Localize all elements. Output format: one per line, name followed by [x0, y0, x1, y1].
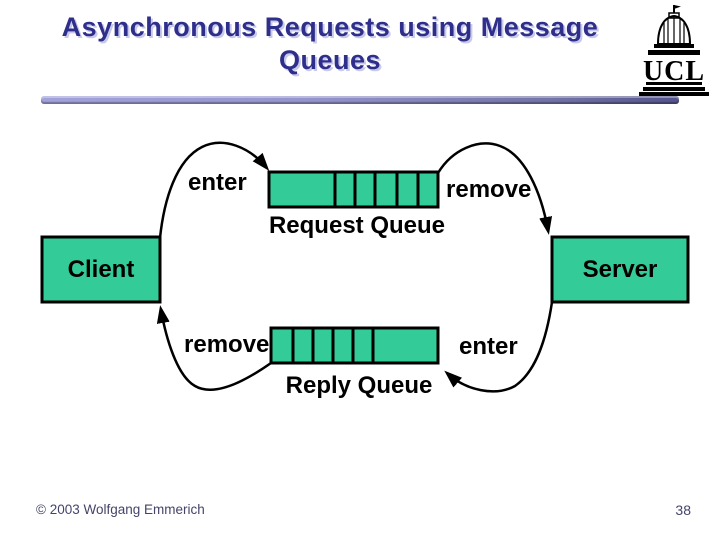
request-queue-cell-dividers: [333, 172, 420, 207]
logo-flag: [674, 5, 681, 9]
server-box: [550, 235, 690, 304]
reply-queue-cell-dividers: [291, 328, 375, 363]
page-title: Asynchronous Requests using Message Queu…: [40, 11, 620, 77]
logo-dome-ribs: [663, 17, 685, 44]
server-enter-reply-arrow: [444, 300, 554, 393]
ucl-logo-text: UCL: [643, 56, 705, 87]
server-label: Server: [582, 255, 658, 283]
logo-base-lower: [639, 92, 709, 96]
request-enter-label: enter: [188, 169, 247, 196]
request-queue-box: [267, 170, 440, 209]
page-title-line2: Queues: [278, 45, 382, 75]
copyright-text: © 2003 Wolfgang Emmerich: [36, 502, 205, 517]
ucl-logo-icon: UCL: [639, 5, 709, 96]
request-remove-label: remove: [446, 176, 532, 203]
logo-underline: [646, 82, 702, 85]
reply-remove-label: remove: [184, 331, 270, 358]
message-queue-diagram: [40, 141, 690, 393]
logo-cornice: [654, 44, 694, 48]
slide-page-number: 38: [675, 502, 691, 518]
client-enter-request-arrow: [158, 141, 270, 240]
request-queue-label: Request Queue: [268, 212, 446, 239]
client-label: Client: [67, 255, 135, 283]
logo-entablature: [648, 50, 700, 55]
reply-enter-label: enter: [459, 333, 518, 360]
logo-base-upper: [643, 87, 705, 91]
reply-queue-label: Reply Queue: [285, 372, 433, 399]
title-rule: [41, 96, 679, 104]
page-title-line1: Asynchronous Requests using Message: [61, 12, 599, 42]
reply-queue-box: [269, 326, 440, 365]
server-remove-request-arrow: [436, 142, 553, 235]
client-remove-reply-arrow: [156, 305, 273, 391]
client-box: [40, 235, 162, 304]
ucl-portico-drawing: [639, 5, 709, 96]
logo-dome: [656, 14, 692, 45]
